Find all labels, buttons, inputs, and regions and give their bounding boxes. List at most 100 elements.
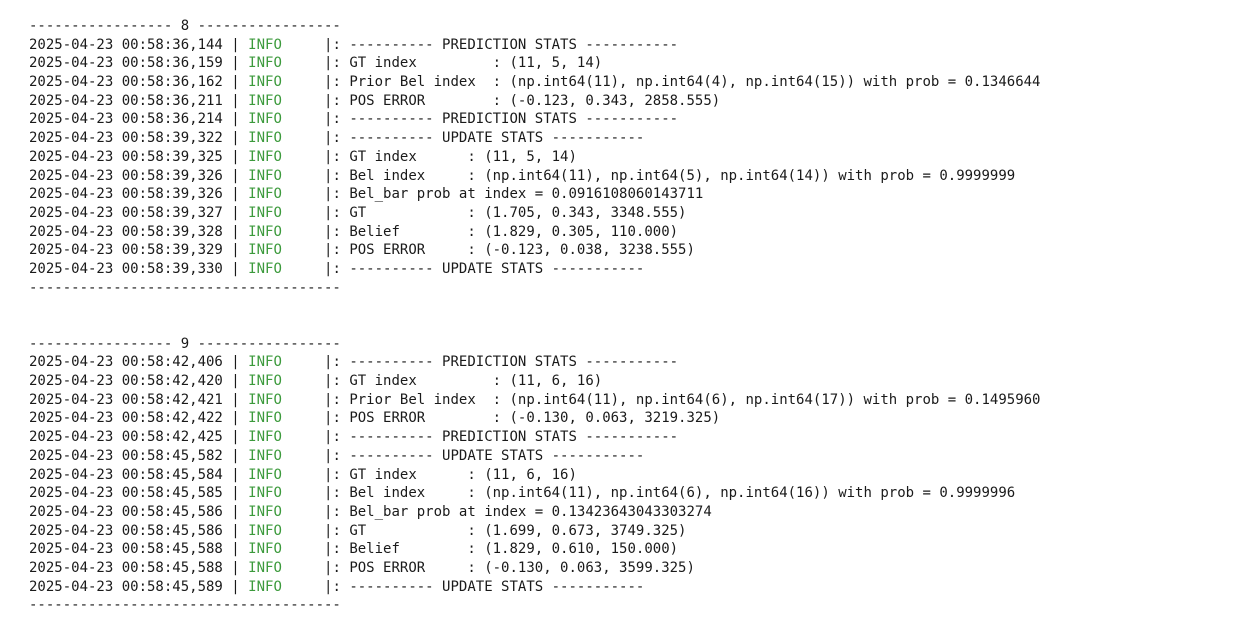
log-level: INFO (248, 503, 282, 520)
log-level: INFO (248, 260, 282, 277)
log-timestamp: 2025-04-23 00:58:42,422 (29, 410, 223, 427)
log-timestamp: 2025-04-23 00:58:39,322 (29, 130, 223, 147)
log-level: INFO (248, 92, 282, 109)
log-message: Prior Bel index : (np.int64(11), np.int6… (349, 74, 1041, 91)
log-timestamp: 2025-04-23 00:58:39,326 (29, 186, 223, 203)
log-timestamp: 2025-04-23 00:58:36,159 (29, 55, 223, 72)
log-level: INFO (248, 447, 282, 464)
log-message: ---------- UPDATE STATS ----------- (349, 578, 645, 595)
log-timestamp: 2025-04-23 00:58:45,586 (29, 522, 223, 539)
log-line: 2025-04-23 00:58:39,326 | INFO |: Bel in… (29, 167, 1016, 184)
log-line: 2025-04-23 00:58:45,589 | INFO |: ------… (29, 578, 645, 595)
log-level: INFO (248, 111, 282, 128)
log-line: 2025-04-23 00:58:45,586 | INFO |: GT : (… (29, 522, 687, 539)
log-timestamp: 2025-04-23 00:58:42,406 (29, 354, 223, 371)
log-message: ---------- UPDATE STATS ----------- (349, 130, 645, 147)
log-block: ----------------- 8 ----------------- 202… (29, 17, 1040, 297)
log-message: Bel_bar prob at index = 0.13423643043303… (349, 503, 712, 520)
log-timestamp: 2025-04-23 00:58:36,214 (29, 111, 223, 128)
log-timestamp: 2025-04-23 00:58:36,162 (29, 74, 223, 91)
log-message: GT index : (11, 5, 14) (349, 55, 603, 72)
log-level: INFO (248, 186, 282, 203)
log-level: INFO (248, 578, 282, 595)
terminal-output: ----------------- 8 ----------------- 202… (29, 17, 1040, 615)
log-level: INFO (248, 485, 282, 502)
log-level: INFO (248, 204, 282, 221)
log-level: INFO (248, 55, 282, 72)
log-line: 2025-04-23 00:58:36,162 | INFO |: Prior … (29, 74, 1041, 91)
log-line: 2025-04-23 00:58:42,425 | INFO |: ------… (29, 429, 679, 446)
log-timestamp: 2025-04-23 00:58:45,586 (29, 503, 223, 520)
block-header: ----------------- 8 ----------------- (29, 18, 341, 34)
log-message: ---------- UPDATE STATS ----------- (349, 447, 645, 464)
log-line: 2025-04-23 00:58:45,588 | INFO |: POS ER… (29, 559, 695, 576)
log-message: POS ERROR : (-0.123, 0.343, 2858.555) (349, 92, 721, 109)
log-line: 2025-04-23 00:58:42,422 | INFO |: POS ER… (29, 410, 721, 427)
log-message: ---------- UPDATE STATS ----------- (349, 260, 645, 277)
log-timestamp: 2025-04-23 00:58:45,585 (29, 485, 223, 502)
log-line: 2025-04-23 00:58:42,421 | INFO |: Prior … (29, 391, 1041, 408)
log-timestamp: 2025-04-23 00:58:42,421 (29, 391, 223, 408)
log-line: 2025-04-23 00:58:39,326 | INFO |: Bel_ba… (29, 186, 704, 203)
log-message: Belief : (1.829, 0.610, 150.000) (349, 541, 679, 558)
log-message: GT : (1.705, 0.343, 3348.555) (349, 204, 687, 221)
log-message: Belief : (1.829, 0.305, 110.000) (349, 223, 679, 240)
log-message: Bel_bar prob at index = 0.09161080601437… (349, 186, 704, 203)
log-message: GT index : (11, 6, 16) (349, 466, 577, 483)
log-line: 2025-04-23 00:58:42,406 | INFO |: ------… (29, 354, 679, 371)
log-level: INFO (248, 391, 282, 408)
log-line: 2025-04-23 00:58:45,584 | INFO |: GT ind… (29, 466, 577, 483)
log-timestamp: 2025-04-23 00:58:39,325 (29, 148, 223, 165)
block-footer: ------------------------------------- (29, 597, 341, 614)
log-line: 2025-04-23 00:58:39,322 | INFO |: ------… (29, 130, 645, 147)
log-level: INFO (248, 130, 282, 147)
log-message: POS ERROR : (-0.130, 0.063, 3599.325) (349, 559, 695, 576)
log-line: 2025-04-23 00:58:42,420 | INFO |: GT ind… (29, 373, 603, 390)
log-timestamp: 2025-04-23 00:58:42,425 (29, 429, 223, 446)
log-line: 2025-04-23 00:58:36,211 | INFO |: POS ER… (29, 92, 721, 109)
log-level: INFO (248, 148, 282, 165)
log-timestamp: 2025-04-23 00:58:45,582 (29, 447, 223, 464)
log-line: 2025-04-23 00:58:45,582 | INFO |: ------… (29, 447, 645, 464)
log-level: INFO (248, 74, 282, 91)
log-timestamp: 2025-04-23 00:58:36,144 (29, 36, 223, 53)
log-message: POS ERROR : (-0.130, 0.063, 3219.325) (349, 410, 721, 427)
log-line: 2025-04-23 00:58:45,586 | INFO |: Bel_ba… (29, 503, 712, 520)
log-message: GT index : (11, 5, 14) (349, 148, 577, 165)
log-line: 2025-04-23 00:58:45,585 | INFO |: Bel in… (29, 485, 1016, 502)
log-message: ---------- PREDICTION STATS ----------- (349, 36, 679, 53)
log-timestamp: 2025-04-23 00:58:39,330 (29, 260, 223, 277)
log-level: INFO (248, 242, 282, 259)
log-level: INFO (248, 223, 282, 240)
log-message: ---------- PREDICTION STATS ----------- (349, 111, 679, 128)
log-timestamp: 2025-04-23 00:58:42,420 (29, 373, 223, 390)
log-message: ---------- PREDICTION STATS ----------- (349, 354, 679, 371)
log-message: Prior Bel index : (np.int64(11), np.int6… (349, 391, 1041, 408)
log-block: ----------------- 9 ----------------- 202… (29, 335, 1040, 615)
log-level: INFO (248, 522, 282, 539)
log-level: INFO (248, 559, 282, 576)
log-level: INFO (248, 373, 282, 390)
log-message: Bel index : (np.int64(11), np.int64(5), … (349, 167, 1016, 184)
log-level: INFO (248, 410, 282, 427)
log-line: 2025-04-23 00:58:36,144 | INFO |: ------… (29, 36, 679, 53)
log-line: 2025-04-23 00:58:36,159 | INFO |: GT ind… (29, 55, 603, 72)
log-message: ---------- PREDICTION STATS ----------- (349, 429, 679, 446)
log-timestamp: 2025-04-23 00:58:45,584 (29, 466, 223, 483)
log-line: 2025-04-23 00:58:39,325 | INFO |: GT ind… (29, 148, 577, 165)
log-level: INFO (248, 36, 282, 53)
log-timestamp: 2025-04-23 00:58:39,328 (29, 223, 223, 240)
log-timestamp: 2025-04-23 00:58:36,211 (29, 92, 223, 109)
log-line: 2025-04-23 00:58:36,214 | INFO |: ------… (29, 111, 679, 128)
log-level: INFO (248, 541, 282, 558)
log-message: GT index : (11, 6, 16) (349, 373, 603, 390)
log-level: INFO (248, 429, 282, 446)
log-timestamp: 2025-04-23 00:58:45,589 (29, 578, 223, 595)
block-header: ----------------- 9 ----------------- (29, 335, 341, 352)
log-level: INFO (248, 466, 282, 483)
log-line: 2025-04-23 00:58:39,330 | INFO |: ------… (29, 260, 645, 277)
log-line: 2025-04-23 00:58:39,327 | INFO |: GT : (… (29, 204, 687, 221)
log-message: Bel index : (np.int64(11), np.int64(6), … (349, 485, 1016, 502)
log-timestamp: 2025-04-23 00:58:45,588 (29, 541, 223, 558)
log-timestamp: 2025-04-23 00:58:45,588 (29, 559, 223, 576)
